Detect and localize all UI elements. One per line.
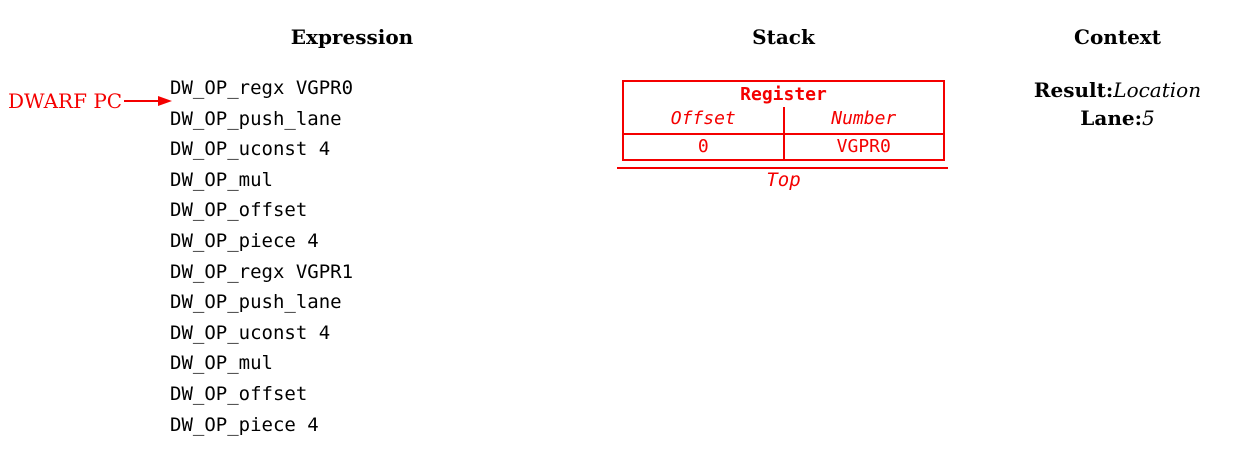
stack-top-line [617,167,948,169]
stack-entry-offset-value: 0 [624,135,785,159]
dwarf-pc-arrow-icon [158,96,173,106]
stack-entry-col-offset: Offset [624,107,785,133]
dwarf-pc-label: DWARF PC [8,89,123,113]
context-result-label: Result: [1033,78,1114,102]
stack-top-label: Top [766,169,801,191]
stack-entry-col-number: Number [831,108,897,129]
context-result-value: Location [1113,78,1202,102]
expression-op: DW_OP_mul [170,352,273,375]
dwarf-pc-pointer: DWARF PC [8,89,173,113]
stack-entry-table: Register Offset Number 0 VGPR0 [622,80,945,161]
expression-op: DW_OP_push_lane [170,107,342,130]
expression-op: DW_OP_push_lane [170,291,342,314]
expression-op: DW_OP_piece 4 [170,413,319,436]
expression-op: DW_OP_piece 4 [170,229,319,252]
stack-entry-header-row: Offset Number [624,107,943,135]
stack-column-header: Stack [752,25,815,49]
dwarf-pc-arrow-line [124,100,159,102]
stack-entry-number-value: VGPR0 [836,136,891,157]
expression-op-list: DW_OP_regx VGPR0 DW_OP_push_lane DW_OP_u… [170,73,353,440]
expression-op: DW_OP_regx VGPR1 [170,260,354,283]
stack-entry-value-row: 0 VGPR0 [624,135,943,159]
expression-op: DW_OP_uconst 4 [170,321,331,344]
expression-column-header: Expression [290,25,414,49]
expression-op: DW_OP_uconst 4 [170,138,331,161]
context-lane-line: Lane:5 [995,106,1240,130]
expression-op: DW_OP_offset [170,382,308,405]
context-lane-label: Lane: [1080,106,1142,130]
stack-entry-title: Register [740,84,827,105]
expression-op: DW_OP_offset [170,199,308,222]
context-column-header: Context [1074,25,1161,49]
context-lane-value: 5 [1141,106,1155,130]
expression-op: DW_OP_regx VGPR0 [170,77,354,99]
expression-op: DW_OP_mul [170,168,273,191]
context-result-line: Result:Location [995,78,1240,102]
